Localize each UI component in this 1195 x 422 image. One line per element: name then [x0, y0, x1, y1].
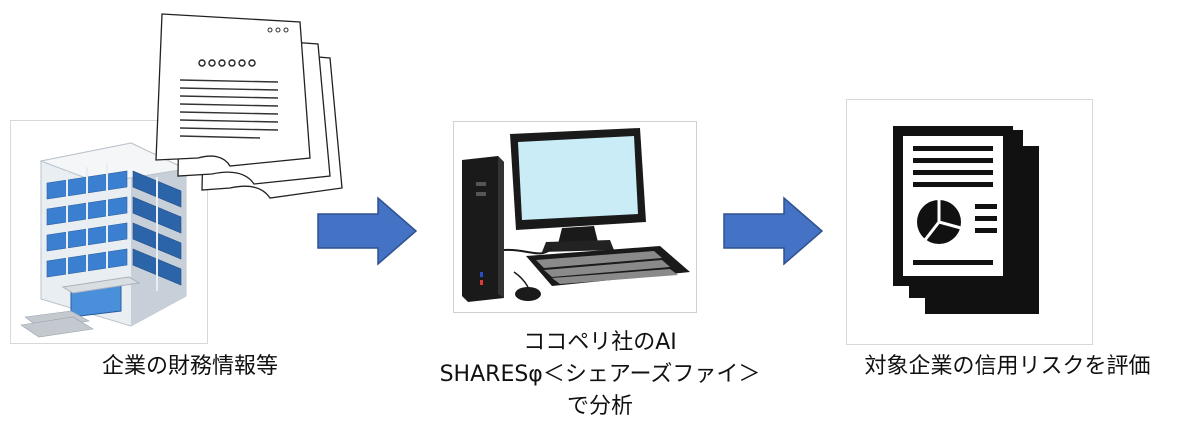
- step-source: 企業の財務情報等: [0, 0, 360, 421]
- caption-result: 対象企業の信用リスクを評価: [864, 354, 1151, 379]
- step-result: 対象企業の信用リスクを評価: [820, 0, 1195, 421]
- caption-source: 企業の財務情報等: [101, 354, 278, 379]
- documents-stack: [150, 8, 350, 203]
- right-arrow-icon: [723, 196, 824, 266]
- credit-report-icon: [893, 126, 1039, 314]
- desktop-computer-icon: [462, 128, 690, 302]
- computer-frame: [453, 121, 697, 313]
- flow-arrow-2: [722, 196, 826, 266]
- financial-documents-icon: [155, 13, 343, 199]
- caption-analysis-line-3: で分析: [566, 394, 633, 419]
- caption-analysis-line-2: SHARESφ＜シェアーズファイ＞: [439, 362, 761, 387]
- right-arrow-icon: [317, 196, 418, 266]
- flow-arrow-1: [316, 196, 420, 266]
- office-building-icon: [20, 142, 188, 338]
- caption-analysis-line-1: ココペリ社のAI: [523, 330, 677, 355]
- step-analysis: ココペリ社のAI SHARESφ＜シェアーズファイ＞ で分析: [380, 0, 820, 421]
- report-frame: [846, 99, 1093, 345]
